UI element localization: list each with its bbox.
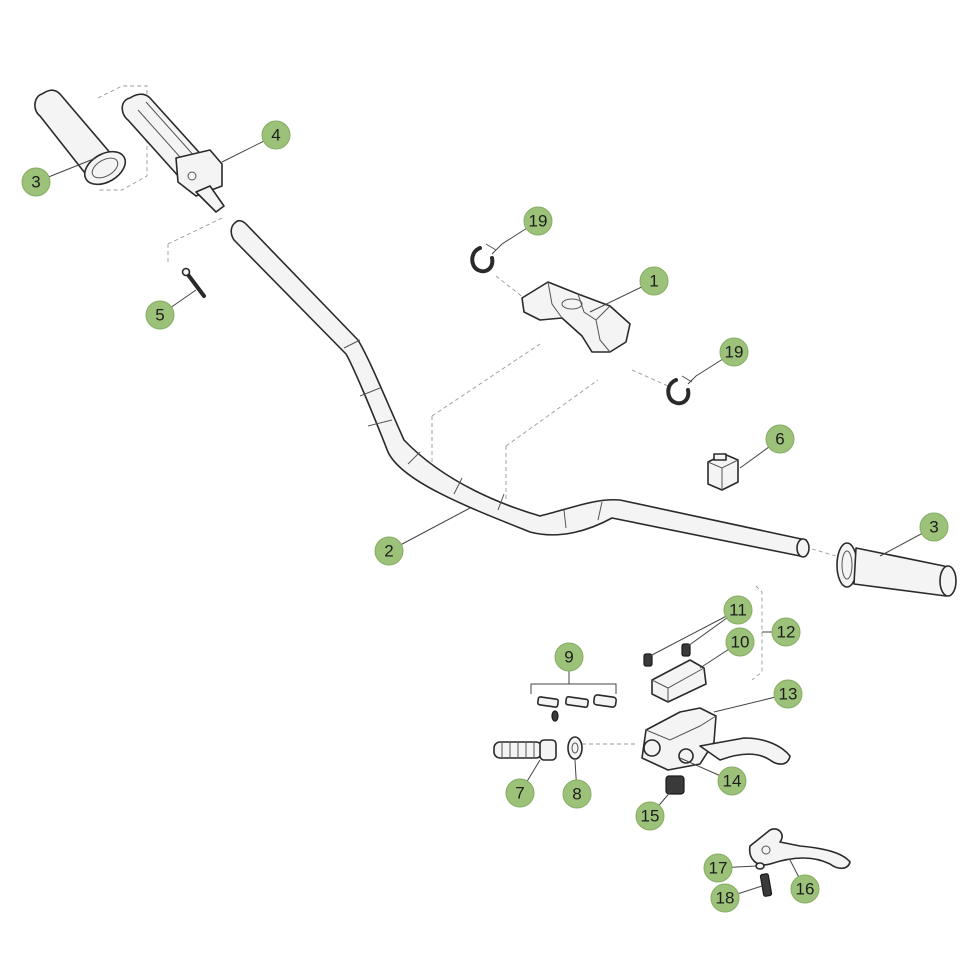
svg-text:3: 3 — [929, 518, 938, 537]
left-grip — [34, 89, 127, 186]
spare-lever — [748, 828, 851, 870]
adjuster-assembly — [536, 694, 618, 722]
handlebar-clamp — [521, 281, 631, 353]
nut — [665, 775, 685, 795]
callout-19-lower: 19 — [719, 337, 749, 367]
callout-9: 9 — [554, 642, 584, 672]
pin — [181, 267, 206, 298]
callout-5: 5 — [145, 300, 175, 330]
cable-tie-lower — [666, 375, 693, 406]
handlebar — [230, 219, 810, 558]
callout-16: 16 — [790, 874, 820, 904]
cable-tie-upper — [470, 243, 497, 274]
callout-12: 12 — [771, 617, 801, 647]
right-grip — [836, 542, 957, 597]
throttle-grip — [121, 93, 225, 213]
callout-10: 10 — [725, 627, 755, 657]
callout-7: 7 — [505, 778, 535, 808]
svg-text:10: 10 — [731, 633, 750, 652]
callout-13: 13 — [773, 679, 803, 709]
switch-block — [707, 453, 739, 491]
master-cylinder — [641, 707, 791, 771]
callout-3-left: 3 — [21, 167, 51, 197]
svg-text:7: 7 — [515, 784, 524, 803]
svg-text:8: 8 — [572, 785, 581, 804]
svg-text:9: 9 — [564, 648, 573, 667]
leader-lines — [35, 134, 935, 899]
svg-text:17: 17 — [709, 859, 728, 878]
svg-text:16: 16 — [796, 880, 815, 899]
washer — [567, 736, 583, 760]
svg-text:1: 1 — [649, 272, 658, 291]
svg-text:15: 15 — [641, 807, 660, 826]
svg-text:2: 2 — [384, 542, 393, 561]
adjuster-sleeve — [493, 739, 557, 761]
assembly-guides — [97, 85, 837, 745]
svg-text:18: 18 — [716, 889, 735, 908]
callout-8: 8 — [562, 779, 592, 809]
cap-screws — [643, 643, 691, 667]
svg-text:13: 13 — [779, 685, 798, 704]
callout-2: 2 — [374, 536, 404, 566]
callout-14: 14 — [717, 766, 747, 796]
callout-1: 1 — [639, 266, 669, 296]
svg-text:19: 19 — [725, 343, 744, 362]
pivot-bolt — [755, 862, 773, 897]
callout-6: 6 — [765, 424, 795, 454]
svg-text:19: 19 — [529, 212, 548, 231]
svg-text:12: 12 — [777, 623, 796, 642]
callout-4: 4 — [261, 120, 291, 150]
svg-text:6: 6 — [775, 430, 784, 449]
reservoir-cap — [651, 659, 707, 703]
svg-text:3: 3 — [31, 173, 40, 192]
callout-15: 15 — [635, 801, 665, 831]
callout-17: 17 — [703, 853, 733, 883]
svg-text:5: 5 — [155, 306, 164, 325]
svg-text:14: 14 — [723, 772, 742, 791]
callout-18: 18 — [710, 883, 740, 913]
callout-11: 11 — [723, 595, 753, 625]
callout-19-upper: 19 — [523, 206, 553, 236]
svg-text:4: 4 — [271, 126, 280, 145]
callout-3-right: 3 — [919, 512, 949, 542]
svg-text:11: 11 — [729, 601, 747, 620]
